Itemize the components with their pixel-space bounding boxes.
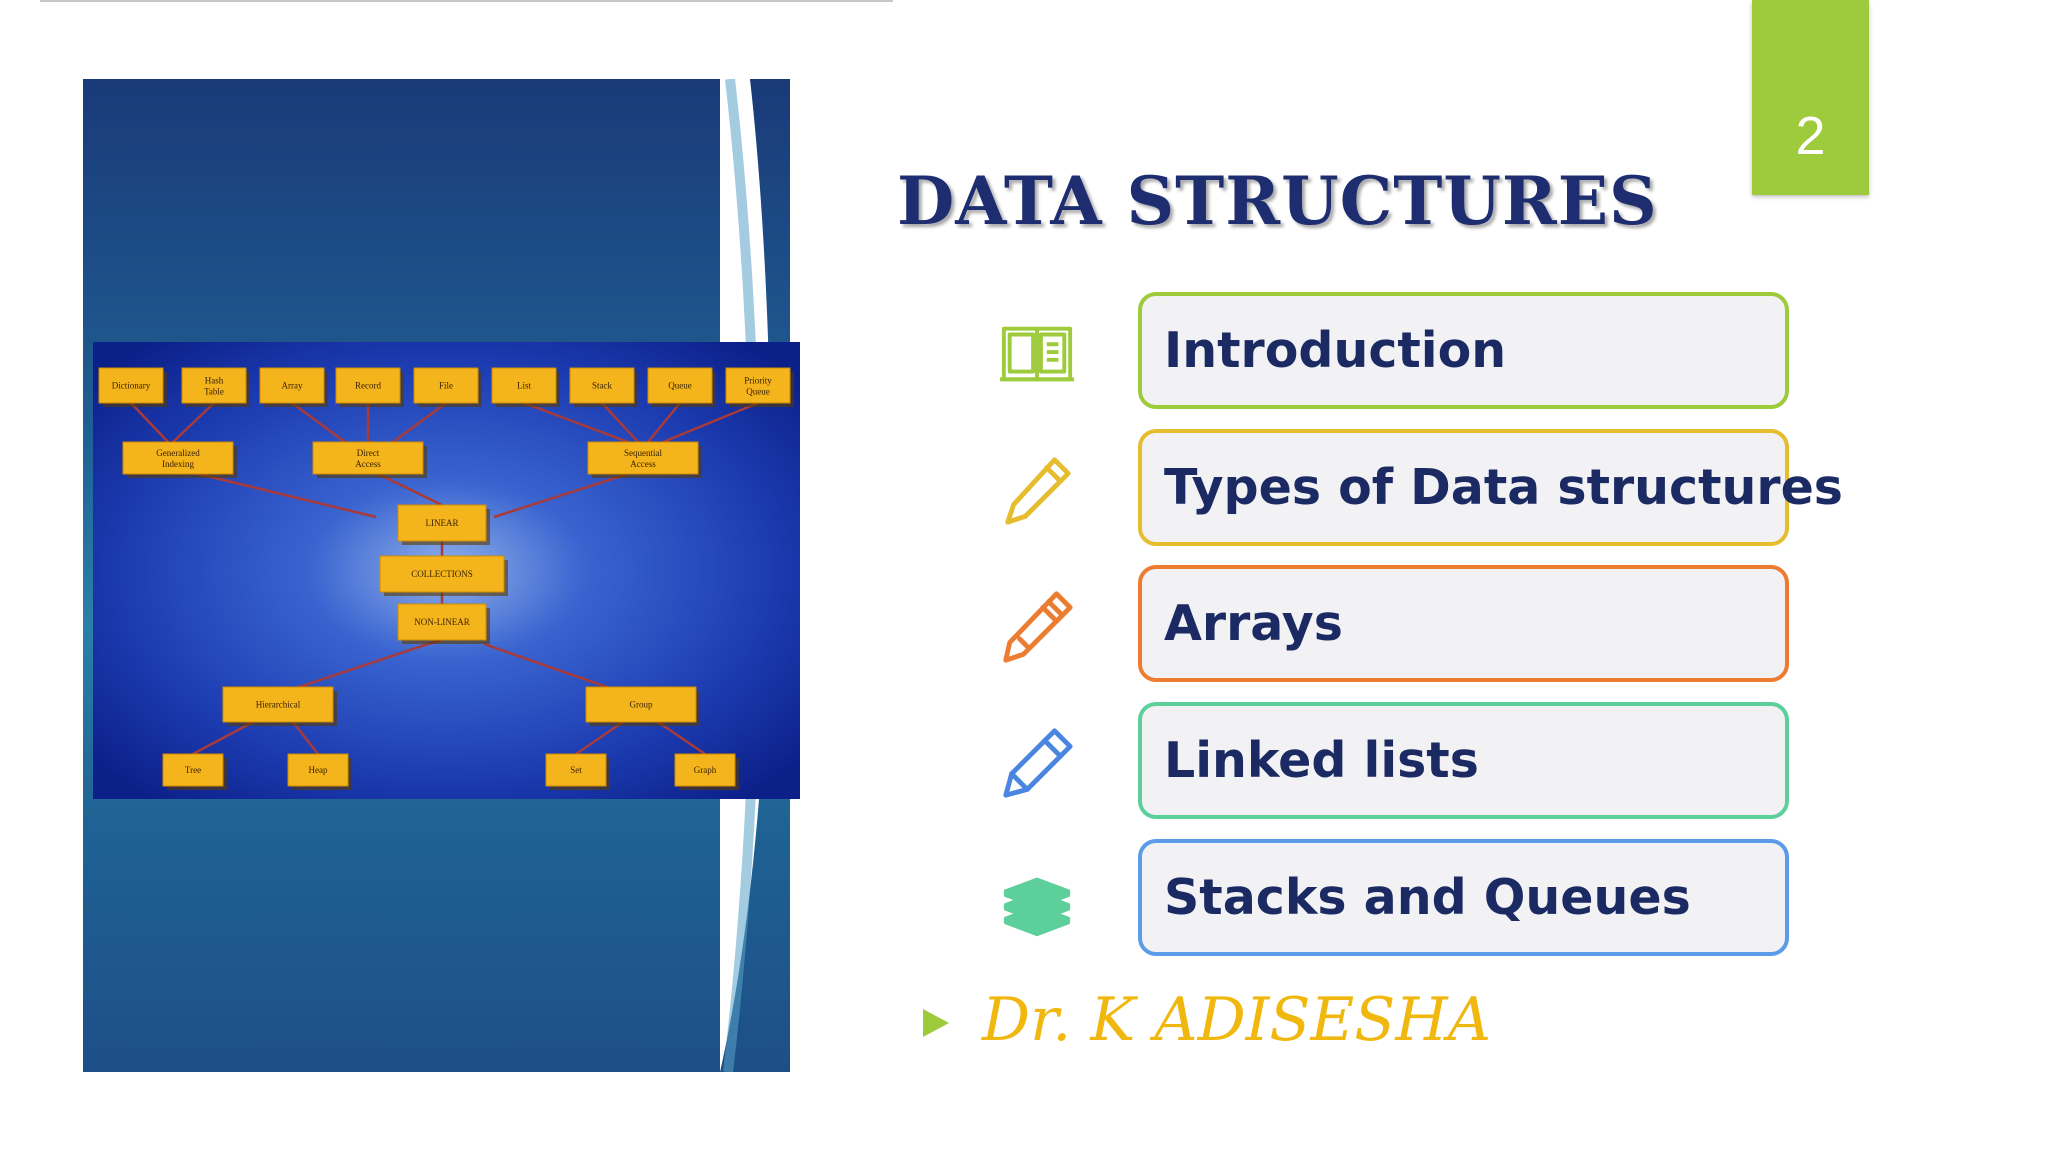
topic-box-stacks-and-queues[interactable]: Stacks and Queues xyxy=(1138,839,1789,956)
top-rule xyxy=(40,0,893,2)
diagram-box-label: Direct xyxy=(357,448,380,458)
diagram-box-label: Stack xyxy=(592,381,612,391)
page-number-tab: 2 xyxy=(1752,0,1869,195)
diagram-box-label: NON-LINEAR xyxy=(414,617,470,627)
diagram-box-label: COLLECTIONS xyxy=(411,569,473,579)
book-icon xyxy=(999,326,1075,382)
diagram-box-label: Generalized xyxy=(156,448,200,458)
diagram-box-label: Queue xyxy=(746,387,770,397)
diagram-box-center: LINEAR xyxy=(397,504,490,545)
diagram-box-label: Tree xyxy=(185,765,201,775)
diagram-box-top: Record xyxy=(335,367,404,407)
topic-box-linked-lists[interactable]: Linked lists xyxy=(1138,702,1789,819)
topic-box-types-of-data-structures[interactable]: Types of Data structures xyxy=(1138,429,1843,546)
diagram-box-label: Hash xyxy=(205,376,224,386)
author-name: Dr. K ADISESHA xyxy=(982,985,1492,1055)
diagram-box-label: Set xyxy=(570,765,582,775)
diagram-box-top: Queue xyxy=(647,367,716,407)
diagram-box-top: Dictionary xyxy=(98,367,167,407)
diagram-box-label: Record xyxy=(355,381,381,391)
slide-title: DATA STRUCTURES xyxy=(897,162,1658,240)
topic-box-introduction[interactable]: Introduction xyxy=(1138,292,1789,409)
diagram-box-label: Heap xyxy=(309,765,328,775)
diagram-box-label: LINEAR xyxy=(426,518,459,528)
diagram-box-label: File xyxy=(439,381,453,391)
diagram-box-top: Stack xyxy=(569,367,638,407)
diagram-box-bottom: Set xyxy=(545,753,610,790)
topic-box-arrays[interactable]: Arrays xyxy=(1138,565,1789,682)
diagram-box-top: Array xyxy=(259,367,328,407)
diagram-box-label: Group xyxy=(630,700,653,710)
diagram-box-label: Table xyxy=(204,387,224,397)
topic-label: Arrays xyxy=(1164,595,1343,652)
diagram-box-label: List xyxy=(517,381,532,391)
pencil-icon xyxy=(1005,457,1071,525)
diagram-box-center: COLLECTIONS xyxy=(379,555,508,596)
diagram-box-label: Graph xyxy=(694,765,717,775)
diagram-box-bottom: Heap xyxy=(287,753,352,790)
diagram-box-center: NON-LINEAR xyxy=(397,603,490,644)
triangle-bullet-icon xyxy=(923,1009,949,1037)
topic-label: Types of Data structures xyxy=(1164,459,1843,516)
diagram-box-label: Priority xyxy=(744,376,772,386)
books-icon xyxy=(1003,877,1071,937)
diagram-box-top: File xyxy=(413,367,482,407)
diagram-box-label: Queue xyxy=(668,381,692,391)
diagram-box-label: Access xyxy=(355,459,381,469)
page-number: 2 xyxy=(1795,106,1826,166)
diagram-box-bottom: Tree xyxy=(162,753,227,790)
diagram-box-top: List xyxy=(491,367,560,407)
topic-label: Stacks and Queues xyxy=(1164,869,1691,926)
diagram-box-nonlinear: Group xyxy=(585,686,700,726)
diagram-box-label: Indexing xyxy=(162,459,194,469)
topic-label: Linked lists xyxy=(1164,732,1479,789)
diagram-box-label: Dictionary xyxy=(112,381,151,391)
topic-label: Introduction xyxy=(1164,322,1507,379)
diagram-box-nonlinear: Hierarchical xyxy=(222,686,337,726)
diagram-box-bottom: Graph xyxy=(674,753,739,790)
pen-icon xyxy=(1003,591,1073,663)
diagram-box-label: Array xyxy=(282,381,303,391)
diagram-box-label: Access xyxy=(630,459,656,469)
diagram-box-label: Sequential xyxy=(624,448,662,458)
diagram-box-label: Hierarchical xyxy=(256,700,301,710)
marker-icon xyxy=(1003,728,1073,798)
